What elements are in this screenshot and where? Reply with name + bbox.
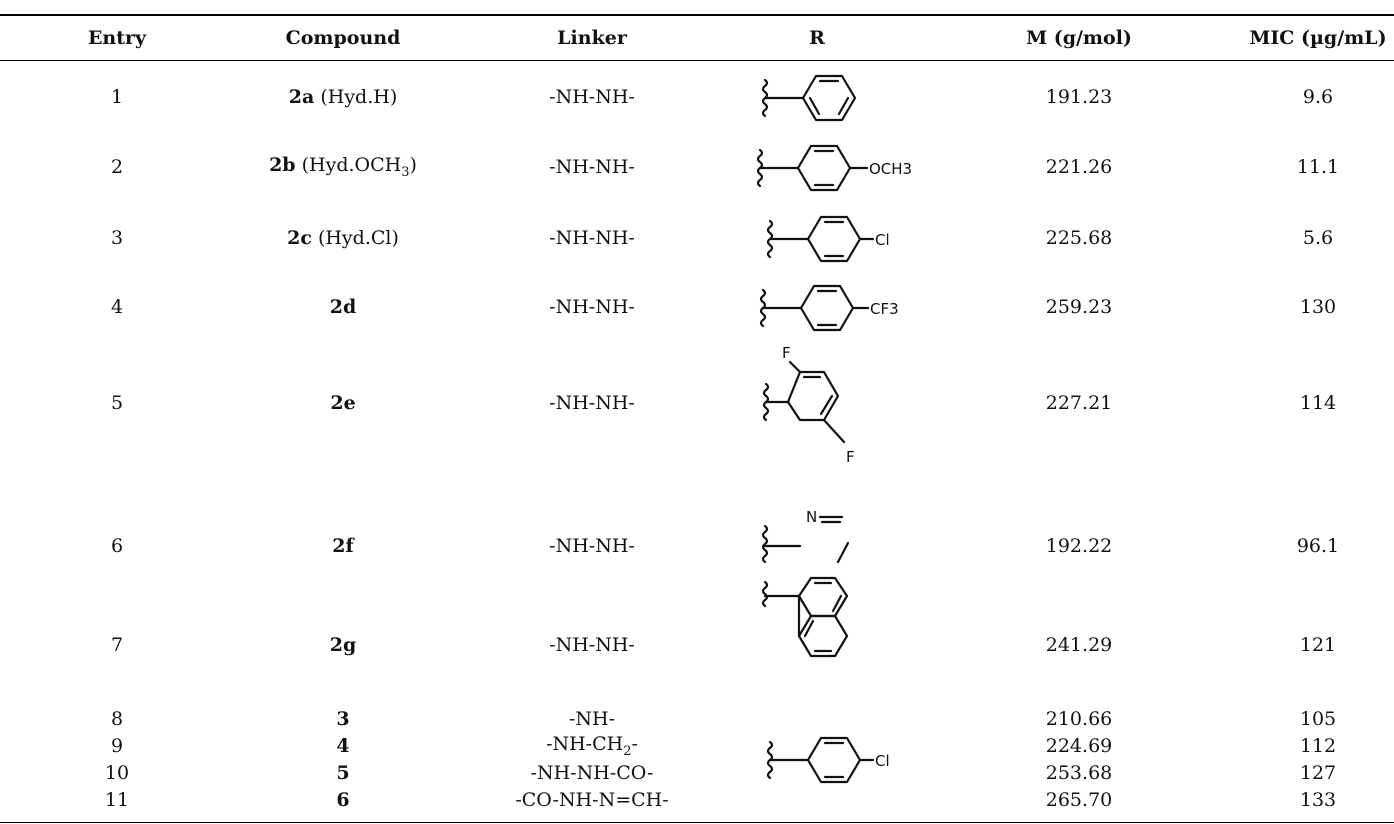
header-compound: Compound <box>285 27 401 49</box>
linker-tail: - <box>631 733 638 756</box>
compound-label-tail: ) <box>409 154 417 177</box>
2-pyridyl-structure-icon: N <box>750 500 890 580</box>
linker-subscript: 2 <box>623 743 632 759</box>
compound-id: 2b <box>269 154 296 177</box>
phenyl-structure-icon <box>750 70 890 130</box>
4-chlorophenyl-structure-icon: Cl <box>755 211 915 271</box>
header-mic: MIC (µg/mL) <box>1249 27 1387 49</box>
compound-id: 6 <box>336 789 350 811</box>
compound-id: 2d <box>329 296 357 318</box>
bottom-rule <box>0 822 1394 823</box>
mic-cell: 133 <box>1299 789 1337 811</box>
mass-cell: 192.22 <box>1045 535 1113 557</box>
compound-label: (Hyd.H) <box>320 86 398 108</box>
linker-cell: -NH-NH- <box>549 634 635 656</box>
trifluoromethyl-label: CF3 <box>870 300 899 318</box>
mic-cell: 9.6 <box>1302 86 1334 108</box>
entry-cell: 6 <box>110 535 124 557</box>
chloro-label: Cl <box>875 231 890 249</box>
mic-cell: 105 <box>1299 708 1337 730</box>
entry-cell: 2 <box>110 156 124 178</box>
compound-id: 2e <box>330 392 356 414</box>
entry-cell: 9 <box>110 735 124 757</box>
pyridine-nitrogen-label: N <box>806 508 817 526</box>
header-linker: Linker <box>557 27 627 49</box>
entry-cell: 11 <box>104 789 130 811</box>
mass-cell: 191.23 <box>1045 86 1113 108</box>
compound-id: 2g <box>329 634 357 656</box>
fluoro-label-top: F <box>782 344 791 362</box>
entry-cell: 7 <box>110 634 124 656</box>
compound-id: 2f <box>332 535 354 557</box>
compound-id: 5 <box>336 762 350 784</box>
linker-cell: -NH-NH- <box>549 535 635 557</box>
linker-main: -NH-CH <box>546 733 624 756</box>
methoxy-label: OCH3 <box>869 160 912 178</box>
compound-subscript: 3 <box>401 164 410 180</box>
compound-id: 2c <box>287 227 312 249</box>
compound-cell: 2c (Hyd.Cl) <box>287 227 399 249</box>
shared-chloro-label: Cl <box>875 752 890 770</box>
mass-cell: 224.69 <box>1045 735 1113 757</box>
mic-cell: 112 <box>1299 735 1337 757</box>
mic-cell: 96.1 <box>1296 535 1340 557</box>
entry-cell: 4 <box>110 296 124 318</box>
entry-cell: 5 <box>110 392 124 414</box>
entry-cell: 10 <box>104 762 130 784</box>
mass-cell: 241.29 <box>1045 634 1113 656</box>
mass-cell: 259.23 <box>1045 296 1113 318</box>
entry-cell: 1 <box>110 86 124 108</box>
top-rule <box>0 14 1394 16</box>
1-naphthyl-structure-icon <box>755 576 895 708</box>
mic-cell: 5.6 <box>1302 227 1334 249</box>
linker-cell: -CO-NH-N=CH- <box>515 789 669 811</box>
linker-cell: -NH-NH- <box>549 392 635 414</box>
mic-cell: 121 <box>1299 634 1337 656</box>
4-trifluoromethylphenyl-structure-icon: CF3 <box>748 280 928 340</box>
compound-label: (Hyd.OCH <box>301 154 402 177</box>
linker-cell: -NH-NH-CO- <box>530 762 654 784</box>
mic-cell: 130 <box>1299 296 1337 318</box>
mass-cell: 210.66 <box>1045 708 1113 730</box>
mass-cell: 253.68 <box>1045 762 1113 784</box>
linker-cell: -NH- <box>568 708 616 730</box>
compound-id: 4 <box>336 735 350 757</box>
entry-cell: 3 <box>110 227 124 249</box>
compound-id: 3 <box>336 708 350 730</box>
compound-id: 2a <box>288 86 315 108</box>
2,5-difluorophenyl-structure-icon: F F <box>748 336 898 476</box>
fluoro-label-bottom: F <box>846 448 855 466</box>
compound-cell: 2a (Hyd.H) <box>289 86 397 108</box>
linker-cell: -NH-NH- <box>549 156 635 178</box>
mic-cell: 127 <box>1299 762 1337 784</box>
mass-cell: 265.70 <box>1045 789 1113 811</box>
header-entry: Entry <box>87 27 147 49</box>
entry-cell: 8 <box>110 708 124 730</box>
4-methoxyphenyl-structure-icon: OCH3 <box>745 140 945 200</box>
linker-cell: -NH-NH- <box>549 296 635 318</box>
mass-cell: 221.26 <box>1045 156 1113 178</box>
mass-cell: 225.68 <box>1045 227 1113 249</box>
compound-label: (Hyd.Cl) <box>317 227 399 249</box>
mass-cell: 227.21 <box>1045 392 1113 414</box>
header-r: R <box>809 27 825 49</box>
linker-cell: -NH-CH2- <box>546 733 638 759</box>
header-mass: M (g/mol) <box>1026 27 1132 49</box>
mic-cell: 11.1 <box>1296 156 1340 178</box>
mic-cell: 114 <box>1299 392 1337 414</box>
compound-cell: 2b (Hyd.OCH3) <box>269 154 417 180</box>
linker-cell: -NH-NH- <box>549 86 635 108</box>
linker-cell: -NH-NH- <box>549 227 635 249</box>
header-rule <box>0 60 1394 61</box>
shared-4-chlorophenyl-structure-icon: Cl <box>755 732 915 792</box>
